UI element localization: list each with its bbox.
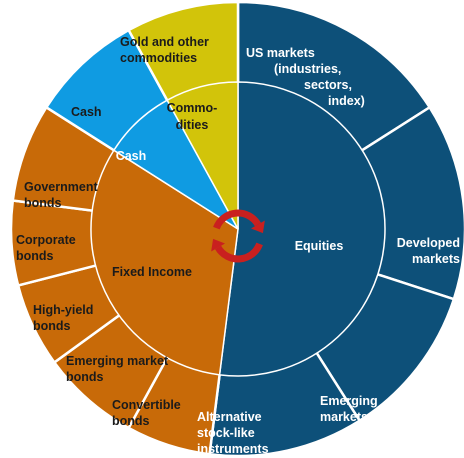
segment-labels: US markets(industries,sectors,index) Deve… bbox=[16, 35, 460, 456]
inner-label-cash: Cash bbox=[116, 149, 147, 163]
outer-label-cash: Cash bbox=[71, 105, 102, 119]
inner-segment-equities bbox=[218, 81, 386, 377]
cycle-arrow-top-head bbox=[250, 220, 265, 234]
outer-label-us-markets-industries-sectors-index: US markets(industries,sectors,index) bbox=[246, 46, 365, 108]
cycle-arrow-top-arc bbox=[213, 209, 261, 230]
inner-ring bbox=[90, 81, 386, 377]
inner-label-equities: Equities bbox=[295, 239, 344, 253]
inner-label-commo-dities: Commo-dities bbox=[167, 101, 218, 132]
cycle-arrow-bottom-arc bbox=[215, 242, 263, 263]
cycle-arrow-bottom-head bbox=[211, 238, 226, 252]
inner-segment-commo-dities bbox=[166, 81, 239, 230]
inner-label-fixed-income: Fixed Income bbox=[112, 265, 192, 279]
rebalance-cycle-icon bbox=[211, 209, 265, 263]
